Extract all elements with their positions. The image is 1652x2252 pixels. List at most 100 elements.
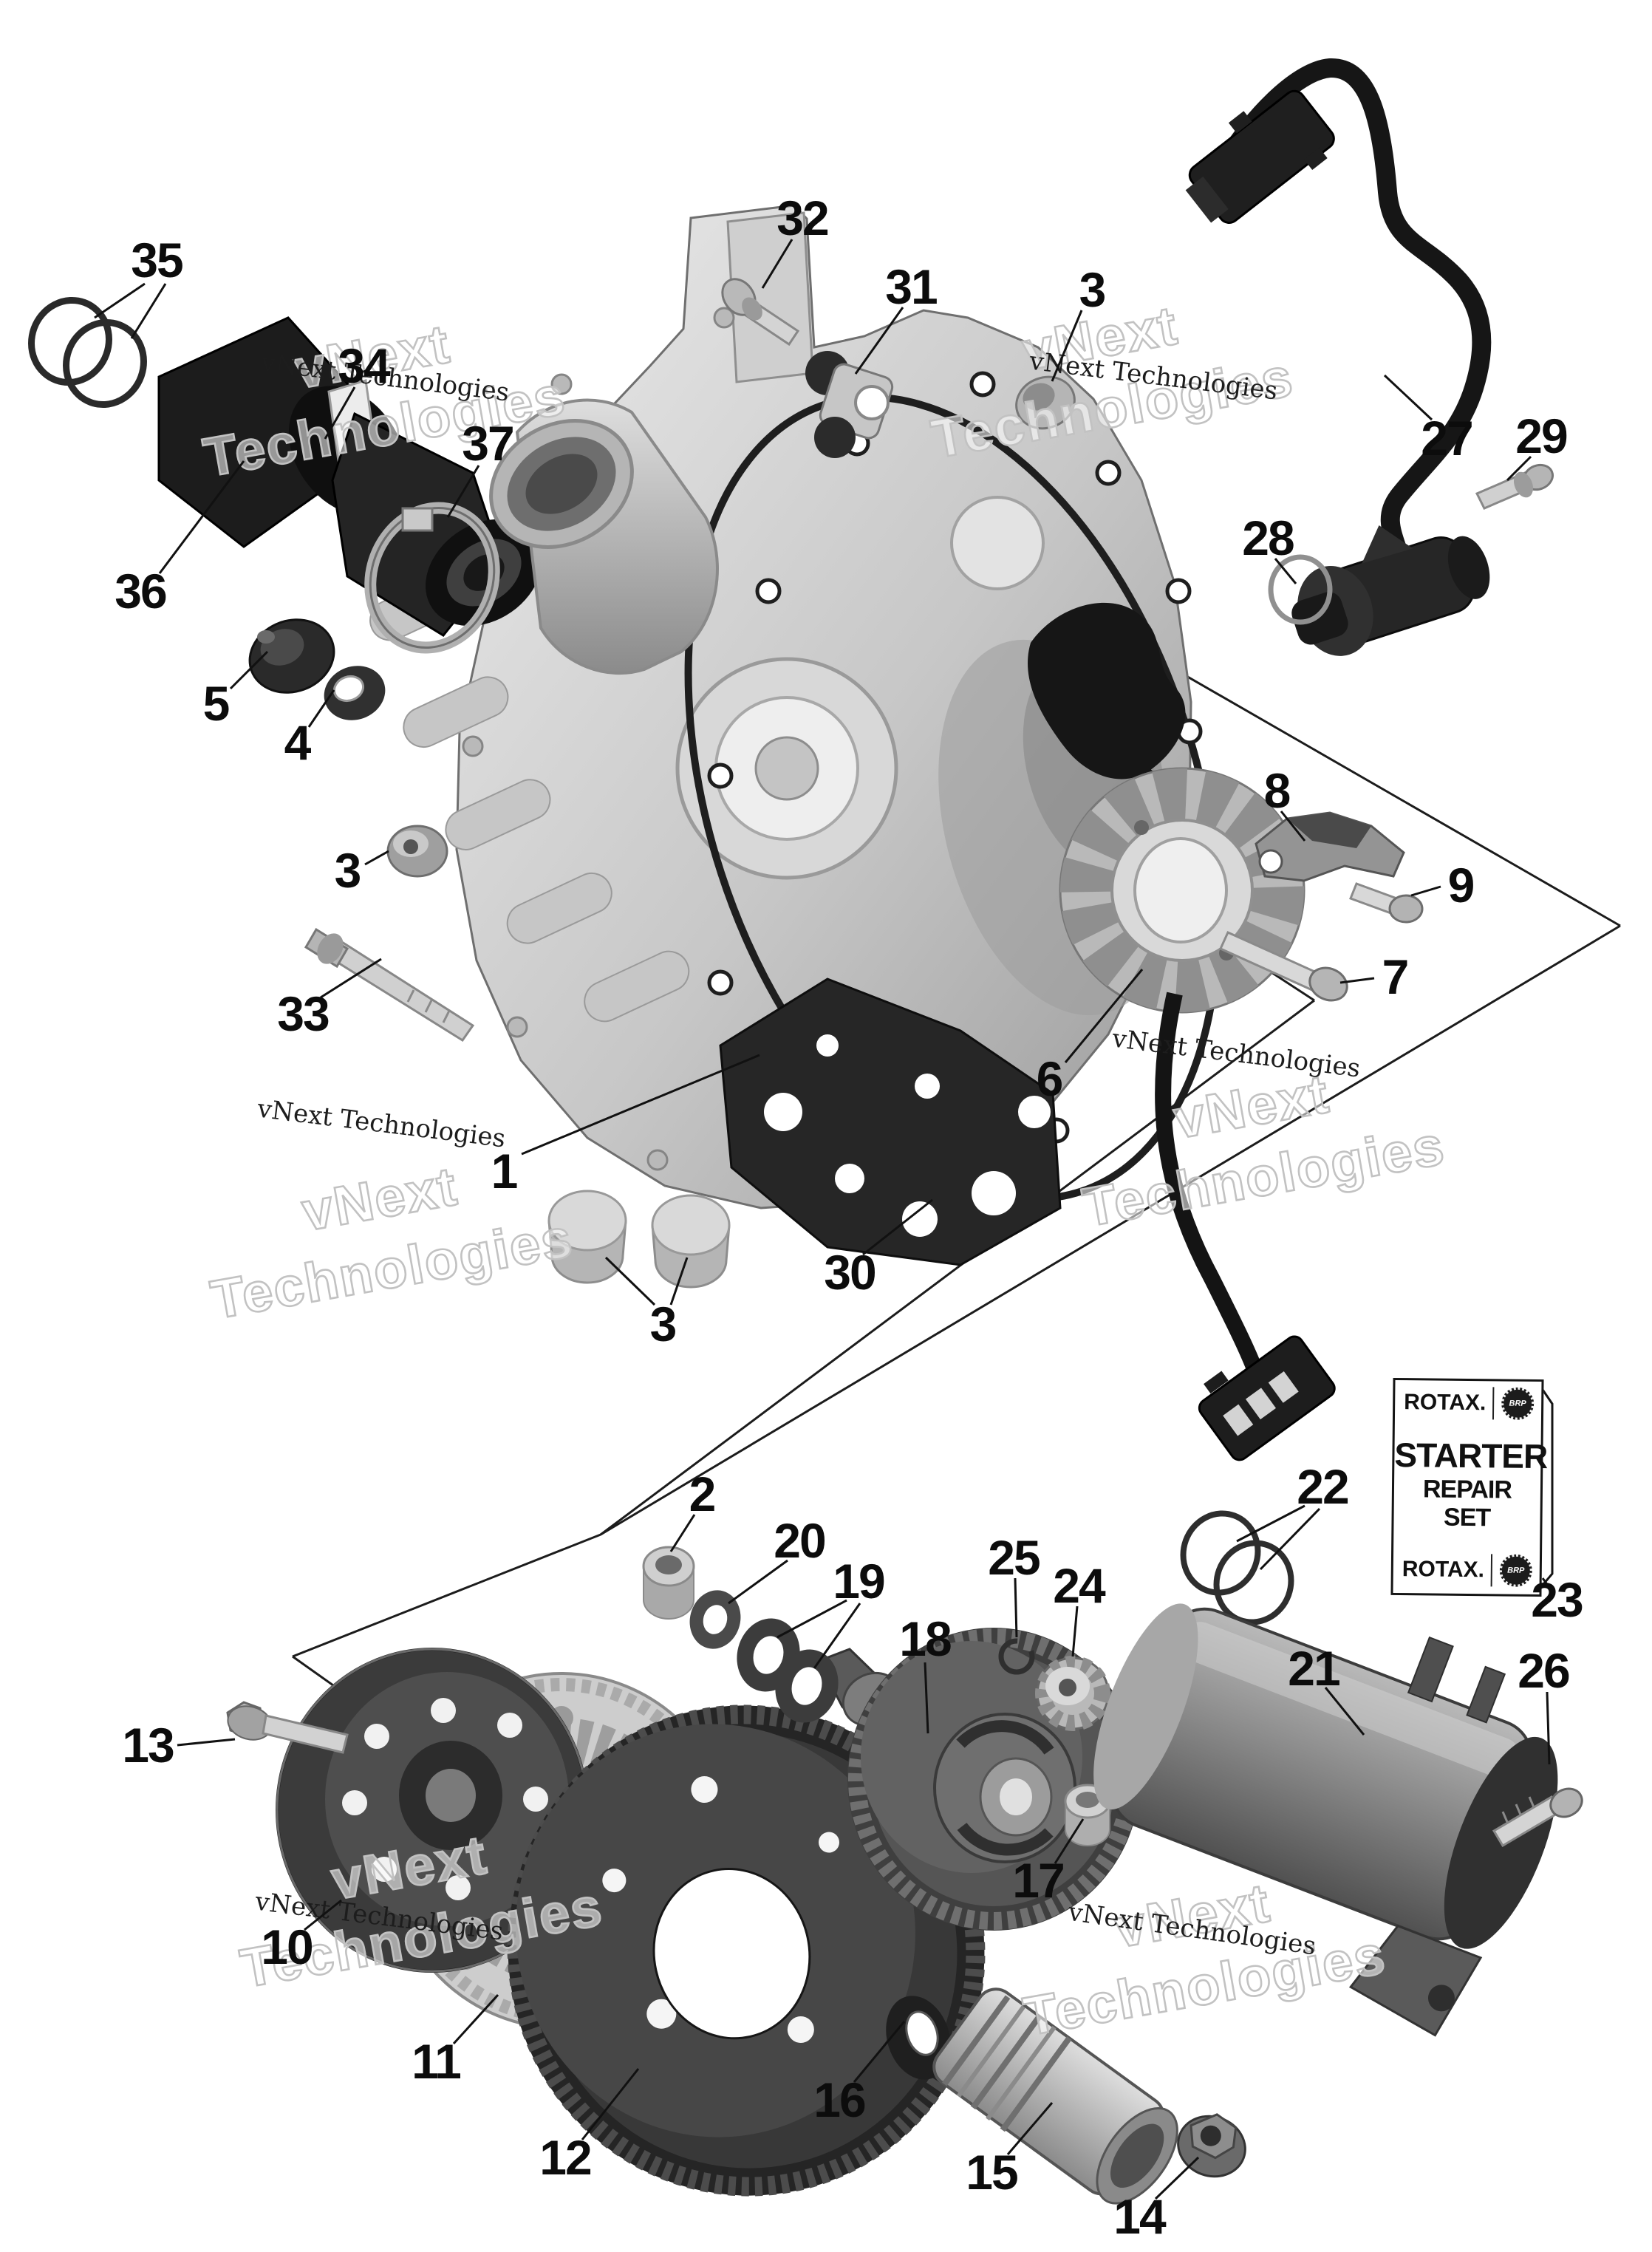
- callout-label-1: 1: [491, 1144, 519, 1198]
- leader-line: [581, 2068, 640, 2140]
- callout-label-10: 10: [261, 1920, 313, 1974]
- rotax-starter-repair-set-card: ROTAX. BRP STARTER REPAIR SET ROTAX. BRP: [1390, 1377, 1548, 1597]
- leader-line: [324, 386, 356, 440]
- callout-label-18: 18: [899, 1611, 952, 1666]
- bolt-29: [1475, 463, 1554, 510]
- pinion-24: [1035, 1656, 1110, 1731]
- plug-3-top: [1015, 375, 1076, 430]
- watermark-serif: vNext Technologies: [1027, 347, 1279, 406]
- flywheel-10: [276, 1648, 589, 1973]
- nut-3-left: [386, 825, 448, 878]
- card-title: STARTER: [1394, 1436, 1548, 1476]
- svg-text:vNext: vNext: [327, 1823, 492, 1911]
- svg-text:vNext: vNext: [1170, 1062, 1334, 1150]
- stator-6: [1028, 602, 1336, 1461]
- callout-label-36: 36: [115, 564, 167, 618]
- card-subtitle-2: SET: [1443, 1503, 1491, 1532]
- card-subtitle-1: REPAIR: [1422, 1475, 1512, 1504]
- card-bottom-row: ROTAX. BRP: [1393, 1549, 1540, 1594]
- callout-label-15: 15: [966, 2145, 1018, 2200]
- cover-plate: [719, 977, 1062, 1266]
- callout-label-14: 14: [1113, 2189, 1166, 2244]
- leader-line: [1410, 885, 1441, 897]
- svg-text:Technologies: Technologies: [1078, 1114, 1449, 1238]
- callout-label-17: 17: [1012, 1853, 1065, 1908]
- crank-sensor: [1291, 525, 1490, 656]
- watermark-serif: vNext Technologies: [255, 1094, 507, 1154]
- leader-line: [446, 465, 480, 518]
- divider: [1490, 1554, 1492, 1587]
- brp-logo-icon: BRP: [1499, 1554, 1533, 1587]
- leader-line: [158, 460, 245, 574]
- bushing-17: [1064, 1784, 1111, 1846]
- card-title-block: STARTER REPAIR SET: [1393, 1436, 1548, 1532]
- brp-logo-icon: BRP: [1501, 1387, 1535, 1420]
- clamp-band-36: [327, 379, 386, 527]
- leader-line: [307, 689, 335, 728]
- leader-line: [1339, 977, 1375, 984]
- callout-label-20: 20: [774, 1513, 826, 1568]
- callout-label-26: 26: [1518, 1643, 1570, 1698]
- cap-5: [248, 618, 335, 694]
- card-top-row: ROTAX. BRP: [1395, 1380, 1542, 1424]
- callout-label-24: 24: [1053, 1558, 1105, 1613]
- svg-text:vNext: vNext: [298, 1155, 463, 1242]
- connector-top: [1185, 89, 1335, 224]
- leader-line: [177, 1738, 236, 1747]
- washer-20: [689, 1590, 741, 1649]
- crankcase: [369, 204, 1192, 1209]
- callout-label-25: 25: [988, 1530, 1040, 1585]
- callout-label-9: 9: [1447, 858, 1475, 912]
- leader-line: [1064, 969, 1144, 1063]
- bolt-26: [1492, 1787, 1583, 1848]
- leader-line: [229, 650, 269, 690]
- bracket-31: [805, 351, 894, 458]
- leader-line: [761, 239, 793, 289]
- leader-line: [1259, 1507, 1321, 1571]
- bracket-8: [1255, 811, 1405, 882]
- bushing-2: [642, 1546, 695, 1620]
- callout-label-37: 37: [462, 416, 514, 471]
- svg-text:Technologies: Technologies: [926, 346, 1297, 470]
- divider: [1492, 1387, 1494, 1420]
- seal-16: [886, 1996, 951, 2080]
- nut-14: [1177, 2113, 1246, 2178]
- starter-motor-21: [1093, 1603, 1558, 2037]
- bolt-32: [721, 278, 800, 347]
- bolt-33: [304, 927, 475, 1043]
- circlip-25: [998, 1638, 1035, 1675]
- watermark-serif: vNext Technologies: [1110, 1024, 1362, 1084]
- leader-line: [1051, 310, 1083, 382]
- leader-line: [1014, 1577, 1018, 1638]
- callout-label-33: 33: [277, 986, 330, 1041]
- starter-drive-18: [816, 1628, 1140, 1931]
- callout-label-23: 23: [1531, 1572, 1583, 1627]
- rotax-brand-top: ROTAX.: [1404, 1390, 1487, 1416]
- callout-label-32: 32: [776, 191, 829, 245]
- connector-bottom: [1198, 1335, 1336, 1461]
- callout-label-3: 3: [1079, 262, 1107, 317]
- callout-label-31: 31: [885, 259, 938, 314]
- callout-label-22: 22: [1297, 1459, 1349, 1514]
- leader-line: [94, 282, 146, 319]
- callout-label-8: 8: [1263, 763, 1291, 818]
- leader-line: [854, 307, 904, 375]
- leader-line: [130, 283, 167, 339]
- caps-3-pair: [547, 1190, 731, 1289]
- callout-label-29: 29: [1515, 409, 1568, 463]
- leader-line: [521, 1054, 760, 1156]
- o-rings-22: [1180, 1510, 1294, 1625]
- rotax-brand-bottom: ROTAX.: [1402, 1557, 1485, 1583]
- sprag-housing-11: [386, 1672, 737, 2030]
- seal-4: [324, 666, 386, 720]
- leader-line: [604, 1256, 656, 1306]
- bolt-9: [1349, 882, 1424, 924]
- bolt-13: [226, 1701, 349, 1754]
- callout-label-12: 12: [539, 2130, 592, 2185]
- callout-label-6: 6: [1036, 1051, 1064, 1106]
